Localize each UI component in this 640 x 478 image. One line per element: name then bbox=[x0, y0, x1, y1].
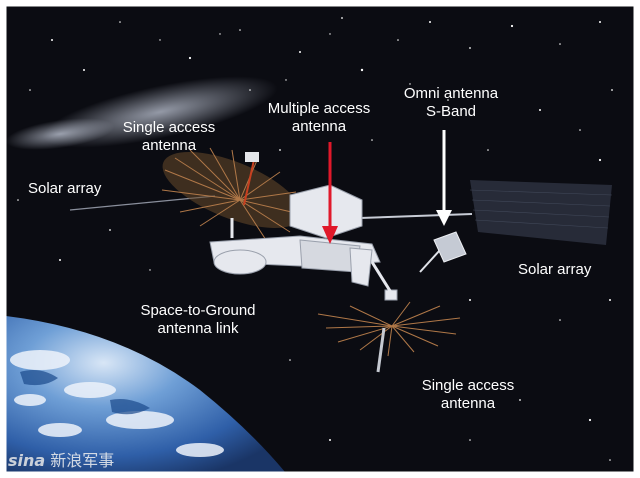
stars bbox=[17, 17, 613, 461]
galaxy-haze bbox=[5, 118, 115, 150]
watermark-text: 新浪军事 bbox=[50, 451, 115, 470]
label-omni-antenna-s-band: Omni antenna S-Band bbox=[403, 85, 499, 120]
omni-antenna-arrow bbox=[436, 130, 452, 226]
earth-land bbox=[20, 370, 150, 415]
sina-watermark: sina 新浪军事 bbox=[8, 447, 114, 471]
spacecraft-body bbox=[209, 184, 398, 301]
label-single-access-antenna-top: Single access antenna bbox=[122, 119, 216, 154]
earth-clouds bbox=[10, 350, 224, 457]
label-single-access-antenna-bottom: Single access antenna bbox=[421, 377, 515, 412]
solar-array-right bbox=[359, 180, 613, 245]
label-solar-array-right: Solar array bbox=[518, 261, 592, 278]
single-access-antenna-bottom bbox=[317, 301, 461, 373]
label-multiple-access-antenna: Multiple access antenna bbox=[267, 100, 371, 135]
sina-logo: sina bbox=[8, 451, 46, 470]
label-solar-array-left: Solar array bbox=[28, 180, 102, 197]
omni-antenna bbox=[419, 231, 467, 273]
multiple-access-arrow bbox=[322, 142, 338, 244]
label-space-to-ground-antenna-link: Space-to-Ground antenna link bbox=[140, 302, 256, 337]
single-access-antenna-top bbox=[161, 147, 302, 241]
